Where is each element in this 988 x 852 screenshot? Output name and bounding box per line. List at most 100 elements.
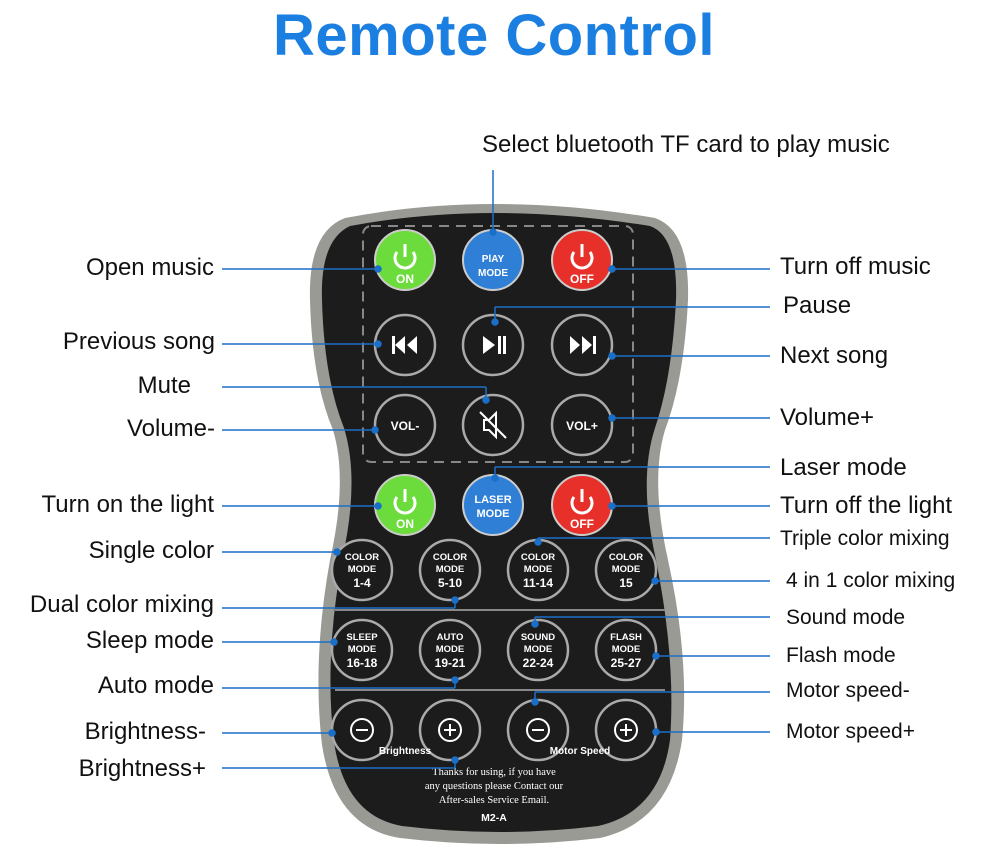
- sound-mode-button[interactable]: SOUND MODE 22-24: [506, 618, 570, 682]
- page-title: Remote Control: [273, 3, 715, 68]
- svg-text:AUTO: AUTO: [437, 632, 464, 643]
- label-next-song: Next song: [780, 342, 889, 369]
- svg-text:MODE: MODE: [436, 564, 465, 575]
- svg-text:15: 15: [619, 576, 633, 590]
- svg-text:COLOR: COLOR: [609, 552, 643, 563]
- light-on-button[interactable]: ON: [374, 474, 436, 536]
- svg-text:ON: ON: [396, 517, 414, 531]
- label-motor-speed-down: Motor speed-: [786, 679, 910, 702]
- color-mode-1-4-button[interactable]: COLOR MODE 1-4: [330, 538, 394, 602]
- svg-text:MODE: MODE: [612, 564, 641, 575]
- svg-text:SLEEP: SLEEP: [346, 632, 378, 643]
- light-off-button[interactable]: OFF: [551, 474, 613, 536]
- model-number: M2-A: [481, 812, 507, 824]
- svg-text:FLASH: FLASH: [610, 632, 642, 643]
- svg-text:OFF: OFF: [570, 517, 594, 531]
- label-triple-color: Triple color mixing: [780, 527, 950, 550]
- plus-icon: [438, 718, 462, 742]
- svg-text:MODE: MODE: [348, 644, 377, 655]
- color-mode-15-button[interactable]: COLOR MODE 15: [594, 538, 658, 602]
- previous-button[interactable]: [373, 313, 437, 377]
- minus-icon: [526, 718, 550, 742]
- plus-icon: [614, 718, 638, 742]
- svg-text:any questions please Contact o: any questions please Contact our: [425, 781, 564, 792]
- power-off-button[interactable]: OFF: [551, 229, 613, 291]
- svg-text:VOL-: VOL-: [391, 419, 420, 433]
- svg-text:MODE: MODE: [612, 644, 641, 655]
- label-turn-off-music: Turn off music: [780, 253, 931, 280]
- mute-button[interactable]: [461, 393, 525, 457]
- flash-mode-button[interactable]: FLASH MODE 25-27: [594, 618, 658, 682]
- label-previous-song: Previous song: [62, 328, 215, 355]
- svg-text:LASER: LASER: [474, 494, 511, 506]
- label-pause: Pause: [783, 292, 852, 319]
- svg-text:MODE: MODE: [348, 564, 377, 575]
- volume-down-button[interactable]: VOL-: [373, 393, 437, 457]
- motor-speed-label: Motor Speed: [550, 746, 611, 757]
- auto-mode-button[interactable]: AUTO MODE 19-21: [418, 618, 482, 682]
- svg-text:VOL+: VOL+: [566, 419, 598, 433]
- label-brightness-up: Brightness+: [78, 755, 206, 782]
- volume-up-button[interactable]: VOL+: [550, 393, 614, 457]
- label-mute: Mute: [137, 372, 191, 399]
- play-pause-icon: [483, 336, 506, 354]
- svg-text:MODE: MODE: [524, 644, 553, 655]
- svg-text:ON: ON: [396, 272, 414, 286]
- svg-text:Thanks for using, if you have: Thanks for using, if you have: [432, 767, 556, 778]
- remote-footer: Thanks for using, if you have any questi…: [425, 767, 564, 824]
- laser-mode-button[interactable]: LASER MODE: [462, 474, 524, 536]
- power-icon: [570, 251, 594, 270]
- svg-text:MODE: MODE: [524, 564, 553, 575]
- play-mode-button[interactable]: PlAY MODE: [462, 229, 524, 291]
- label-sound-mode: Sound mode: [786, 606, 906, 629]
- svg-text:22-24: 22-24: [523, 656, 554, 670]
- svg-text:5-10: 5-10: [438, 576, 462, 590]
- svg-text:COLOR: COLOR: [345, 552, 379, 563]
- color-mode-5-10-button[interactable]: COLOR MODE 5-10: [418, 538, 482, 602]
- label-dual-color: Dual color mixing: [29, 591, 214, 618]
- next-button[interactable]: [550, 313, 614, 377]
- label-turn-off-light: Turn off the light: [780, 492, 953, 519]
- label-sleep-mode: Sleep mode: [85, 627, 214, 654]
- svg-text:COLOR: COLOR: [433, 552, 467, 563]
- svg-text:SOUND: SOUND: [521, 632, 555, 643]
- previous-icon: [392, 336, 417, 354]
- label-single-color: Single color: [88, 537, 214, 564]
- svg-text:MODE: MODE: [478, 268, 508, 279]
- sleep-mode-button[interactable]: SLEEP MODE 16-18: [330, 618, 394, 682]
- power-icon: [393, 251, 417, 270]
- mute-icon: [479, 410, 507, 440]
- brightness-up-button[interactable]: [418, 698, 482, 762]
- brightness-label: Brightness: [379, 746, 432, 757]
- svg-text:MODE: MODE: [436, 644, 465, 655]
- svg-text:OFF: OFF: [570, 272, 594, 286]
- svg-text:25-27: 25-27: [611, 656, 642, 670]
- label-volume-down: Volume-: [126, 415, 215, 442]
- leader-lines: [222, 170, 770, 769]
- label-motor-speed-up: Motor speed+: [786, 720, 915, 743]
- svg-text:19-21: 19-21: [435, 656, 466, 670]
- svg-text:MODE: MODE: [477, 508, 510, 520]
- play-pause-button[interactable]: [461, 313, 525, 377]
- next-icon: [570, 336, 596, 354]
- label-volume-up: Volume+: [780, 404, 875, 431]
- svg-text:COLOR: COLOR: [521, 552, 555, 563]
- svg-text:PlAY: PlAY: [482, 254, 505, 265]
- label-flash-mode: Flash mode: [786, 644, 896, 667]
- power-icon: [393, 496, 417, 515]
- label-select-bluetooth: Select bluetooth TF card to play music: [482, 131, 890, 158]
- brightness-down-button[interactable]: [330, 698, 394, 762]
- power-icon: [570, 496, 594, 515]
- label-brightness-down: Brightness-: [84, 718, 206, 745]
- label-4in1-color: 4 in 1 color mixing: [786, 569, 956, 592]
- label-turn-on-light: Turn on the light: [41, 491, 214, 518]
- minus-icon: [350, 718, 374, 742]
- svg-text:After-sales Service Email.: After-sales Service Email.: [439, 795, 549, 806]
- color-mode-11-14-button[interactable]: COLOR MODE 11-14: [506, 538, 570, 602]
- power-on-button[interactable]: ON: [374, 229, 436, 291]
- svg-text:11-14: 11-14: [523, 576, 553, 590]
- svg-text:16-18: 16-18: [347, 656, 378, 670]
- svg-text:1-4: 1-4: [353, 576, 371, 590]
- label-auto-mode: Auto mode: [97, 672, 214, 699]
